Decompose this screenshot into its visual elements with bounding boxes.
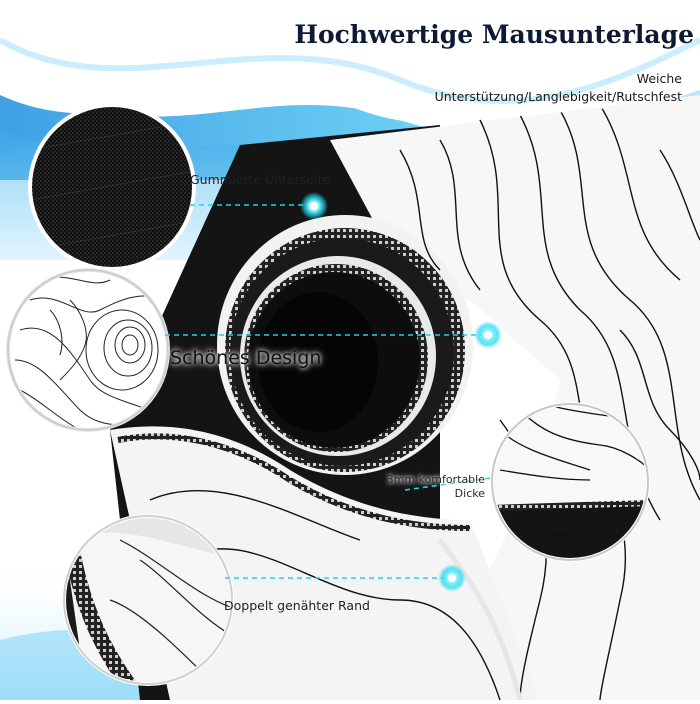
- thickness-line-2: Dicke: [454, 487, 485, 500]
- glowing-marker-dot: [300, 192, 502, 592]
- topographic-pattern-circle: [6, 268, 170, 432]
- stitched-corner-circle: [62, 514, 234, 686]
- feature-label-bottom-side: Gummierte Unterseite: [190, 172, 330, 187]
- callout-connectors: [165, 204, 491, 579]
- fabric-texture-circle: [28, 103, 196, 271]
- page-title: Hochwertige Mausunterlage: [294, 20, 694, 49]
- feature-label-thickness: 3mm komfortable Dicke: [360, 473, 485, 501]
- edge-closeup-circle: [490, 402, 650, 562]
- subtitle-line-2: Unterstützung/Langlebigkeit/Rutschfest: [434, 89, 682, 104]
- subtitle: Weiche Unterstützung/Langlebigkeit/Rutsc…: [362, 70, 682, 106]
- feature-label-stitched-edge: Doppelt genähter Rand: [224, 598, 370, 613]
- subtitle-line-1: Weiche: [636, 71, 682, 86]
- feature-label-design: Schönes Design: [170, 347, 322, 369]
- thickness-line-1: 3mm komfortable: [386, 473, 485, 486]
- thickness-value: 3cm: [540, 530, 573, 546]
